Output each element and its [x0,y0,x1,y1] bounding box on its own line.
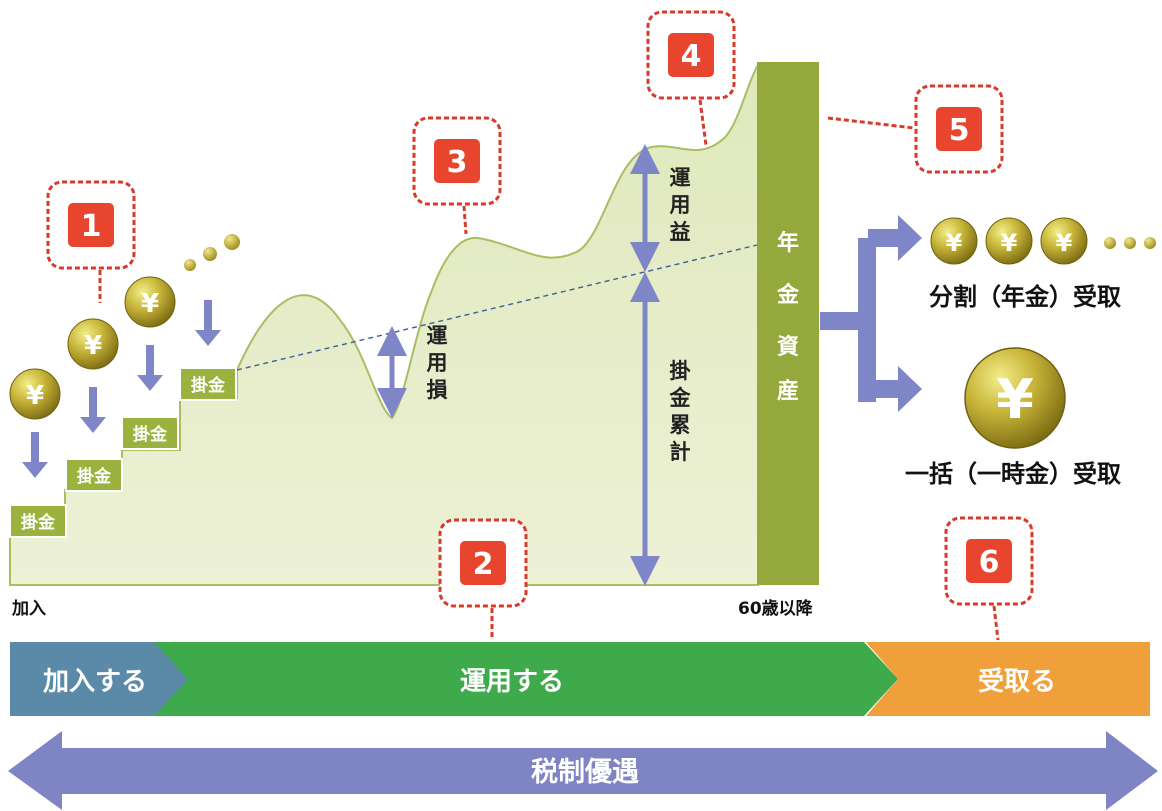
phase-receive [866,642,1150,716]
phase-receive-label: 受取る [978,666,1056,697]
svg-text:6: 6 [979,545,1000,580]
gain-label: 運 用 益 [670,166,691,244]
yen-coin-1: ¥ [9,368,61,420]
contribution-step-1: 掛金 [9,504,67,538]
svg-text:計: 計 [670,440,691,464]
svg-text:金: 金 [669,386,692,410]
callout-1: 1 [46,180,136,303]
svg-text:¥: ¥ [946,229,963,257]
join-label: 加入 [11,599,46,619]
lump-sum-coin: ¥ [964,347,1066,449]
phase-operate [150,642,898,716]
contribution-label: 掛金 [191,375,226,396]
svg-text:運: 運 [427,324,448,348]
svg-text:¥: ¥ [1056,229,1073,257]
svg-text:4: 4 [681,39,702,74]
svg-text:3: 3 [447,145,468,180]
svg-text:損: 損 [427,378,449,402]
yen-coin-3: ¥ [124,276,176,328]
asset-growth-area [9,61,759,586]
svg-text:用: 用 [427,351,448,375]
phase-join-label: 加入する [43,667,147,697]
down-arrow-icon [22,300,221,478]
svg-text:累: 累 [670,413,691,437]
phase-operate-label: 運用する [460,667,564,697]
contribution-trend-line [236,244,758,371]
callout-2: 2 [438,518,528,640]
lump-sum-label: 一括（一時金）受取 [905,460,1121,488]
svg-text:1: 1 [81,209,102,244]
svg-text:¥: ¥ [1001,229,1018,257]
age-60-label: 60歳以降 [738,598,814,619]
callout-4: 4 [646,10,736,146]
svg-text:産: 産 [777,378,799,404]
continuation-dots [184,234,240,271]
contribution-label: 掛金 [21,512,56,533]
tax-benefit-arrow [8,731,1158,810]
svg-text:掛: 掛 [670,359,691,383]
cumulative-label: 掛 金 累 計 [669,359,692,464]
svg-text:¥: ¥ [996,368,1034,431]
callout-5: 5 [827,84,1004,174]
svg-text:5: 5 [949,113,970,148]
svg-text:2: 2 [473,547,494,582]
contribution-label: 掛金 [77,466,112,487]
svg-text:資: 資 [777,334,799,360]
loss-label: 運 用 損 [427,324,449,402]
svg-text:益: 益 [670,220,691,244]
callout-6: 6 [944,516,1034,641]
pension-assets-bar [757,62,819,585]
callout-3: 3 [412,116,502,235]
contribution-label: 掛金 [133,424,168,445]
svg-text:金: 金 [776,282,800,308]
svg-text:¥: ¥ [84,331,102,361]
svg-text:¥: ¥ [26,381,44,411]
pension-assets-label: 年 金 資 産 [776,230,800,404]
installment-coins: ¥ ¥ ¥ [930,217,1156,265]
contribution-step-2: 掛金 [65,458,123,492]
installment-label: 分割（年金）受取 [929,283,1121,311]
contribution-step-3: 掛金 [121,416,179,450]
yen-coin-2: ¥ [67,318,119,370]
svg-text:用: 用 [670,193,691,217]
svg-text:¥: ¥ [141,289,159,319]
svg-text:年: 年 [777,230,799,256]
tax-benefit-label: 税制優遇 [531,757,639,788]
svg-text:運: 運 [670,166,691,190]
phase-join [10,642,188,716]
branch-arrows [820,215,922,412]
contribution-step-4: 掛金 [179,367,237,401]
